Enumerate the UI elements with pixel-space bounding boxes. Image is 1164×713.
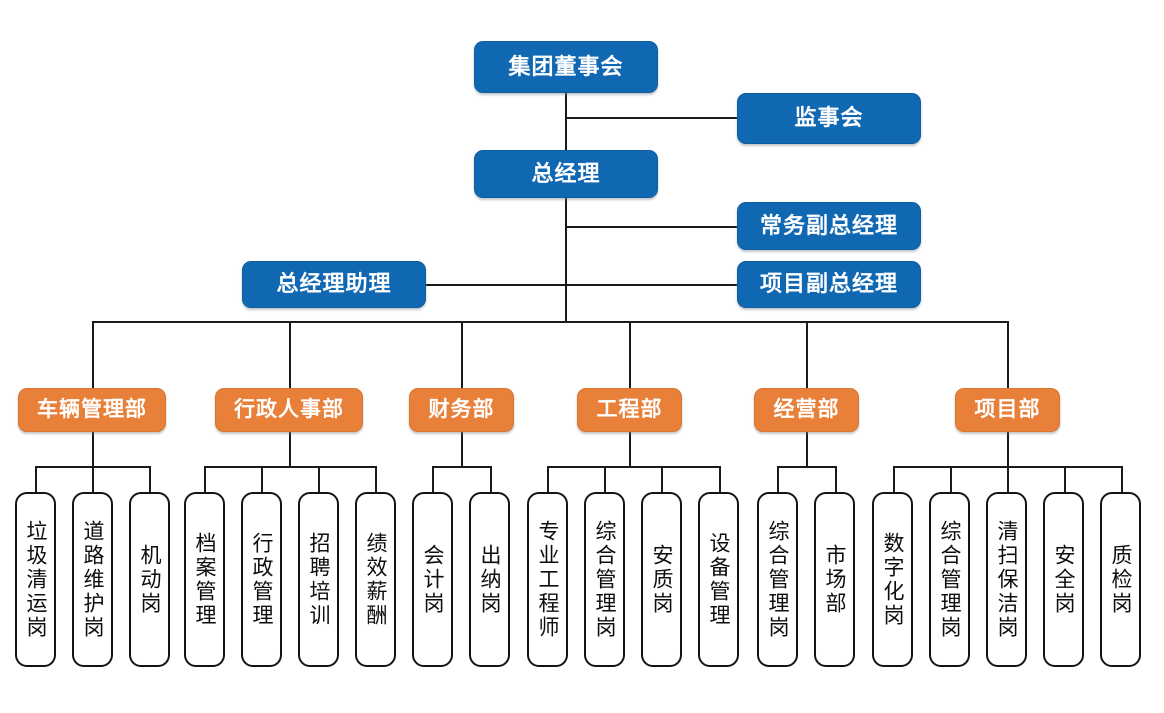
leaf-node-marketing[interactable]: 市场部	[814, 492, 855, 667]
leaf-label: 综合管理岗	[593, 519, 617, 640]
leaf-node-recruitment-training[interactable]: 招聘培训	[298, 492, 339, 667]
connector-gm-to-assistant	[426, 284, 566, 286]
node-gm-assistant[interactable]: 总经理助理	[242, 261, 426, 308]
leaf-label: 垃圾清运岗	[24, 519, 48, 640]
connector-bus-to-dept-3	[629, 321, 631, 388]
leaf-label: 市场部	[823, 543, 847, 616]
connector-dept5-drop-4	[1121, 466, 1123, 492]
connector-dept5-drop-1	[950, 466, 952, 492]
connector-gm-spine	[565, 198, 567, 322]
dept-node-engineering[interactable]: 工程部	[577, 388, 682, 432]
connector-dept1-drop-1	[261, 466, 263, 492]
connector-bus-to-dept-2	[461, 321, 463, 388]
leaf-node-administration[interactable]: 行政管理	[241, 492, 282, 667]
leaf-node-cleaning-sanitation[interactable]: 清扫保洁岗	[986, 492, 1027, 667]
department-bus	[92, 321, 1008, 323]
connector-dept4-drop-0	[777, 466, 779, 492]
leaf-label: 安全岗	[1052, 543, 1076, 616]
connector-dept3-bus	[547, 466, 719, 468]
connector-dept5-drop-0	[893, 466, 895, 492]
leaf-label: 机动岗	[138, 543, 162, 616]
connector-dept1-stem	[289, 424, 291, 466]
connector-board-to-gm	[565, 92, 567, 150]
leaf-label: 招聘培训	[307, 531, 331, 628]
connector-dept2-stem	[461, 424, 463, 466]
connector-bus-to-dept-4	[806, 321, 808, 388]
leaf-node-equipment-management[interactable]: 设备管理	[698, 492, 739, 667]
connector-dept2-bus	[432, 466, 490, 468]
leaf-node-project-general-management[interactable]: 综合管理岗	[929, 492, 970, 667]
connector-dept1-drop-3	[375, 466, 377, 492]
connector-dept0-drop-1	[92, 466, 94, 492]
connector-dept2-drop-0	[432, 466, 434, 492]
dept-node-project[interactable]: 项目部	[955, 388, 1060, 432]
dept-node-admin-hr[interactable]: 行政人事部	[215, 388, 363, 432]
connector-dept5-stem	[1007, 424, 1009, 466]
leaf-node-accounting[interactable]: 会计岗	[412, 492, 453, 667]
leaf-label: 出纳岗	[478, 543, 502, 616]
connector-dept1-drop-2	[318, 466, 320, 492]
node-general-manager[interactable]: 总经理	[474, 150, 658, 198]
connector-dept4-drop-1	[835, 466, 837, 492]
connector-dept3-stem	[629, 424, 631, 466]
connector-dept1-drop-0	[204, 466, 206, 492]
leaf-node-safety[interactable]: 安全岗	[1043, 492, 1084, 667]
leaf-label: 行政管理	[250, 531, 274, 628]
leaf-node-engineering-general-management[interactable]: 综合管理岗	[584, 492, 625, 667]
connector-bus-to-dept-1	[289, 321, 291, 388]
leaf-label: 会计岗	[421, 543, 445, 616]
leaf-label: 绩效薪酬	[364, 531, 388, 628]
leaf-label: 清扫保洁岗	[995, 519, 1019, 640]
leaf-label: 数字化岗	[881, 531, 905, 628]
leaf-node-digitalization[interactable]: 数字化岗	[872, 492, 913, 667]
leaf-label: 档案管理	[193, 531, 217, 628]
connector-gm-to-exec-vice	[565, 226, 737, 228]
node-supervisory-board[interactable]: 监事会	[737, 93, 921, 144]
node-project-vice-gm[interactable]: 项目副总经理	[737, 261, 921, 308]
leaf-label: 道路维护岗	[81, 519, 105, 640]
connector-dept4-bus	[777, 466, 835, 468]
connector-gm-to-project-vice	[565, 284, 737, 286]
leaf-node-professional-engineer[interactable]: 专业工程师	[527, 492, 568, 667]
connector-dept5-drop-3	[1064, 466, 1066, 492]
leaf-label: 设备管理	[707, 531, 731, 628]
connector-board-to-supervisory	[565, 117, 737, 119]
leaf-label: 综合管理岗	[938, 519, 962, 640]
dept-node-finance[interactable]: 财务部	[409, 388, 514, 432]
leaf-label: 专业工程师	[536, 519, 560, 640]
leaf-label: 质检岗	[1109, 543, 1133, 616]
connector-dept0-drop-2	[149, 466, 151, 492]
connector-dept0-drop-0	[35, 466, 37, 492]
connector-dept5-drop-2	[1007, 466, 1009, 492]
connector-dept3-drop-3	[719, 466, 721, 492]
dept-node-vehicle-management[interactable]: 车辆管理部	[18, 388, 166, 432]
node-executive-vice-gm[interactable]: 常务副总经理	[737, 202, 921, 250]
leaf-node-garbage-removal[interactable]: 垃圾清运岗	[15, 492, 56, 667]
leaf-label: 综合管理岗	[766, 519, 790, 640]
leaf-node-performance-compensation[interactable]: 绩效薪酬	[355, 492, 396, 667]
leaf-label: 安质岗	[650, 543, 674, 616]
leaf-node-cashier[interactable]: 出纳岗	[469, 492, 510, 667]
connector-dept2-drop-1	[490, 466, 492, 492]
leaf-node-flexible-duty[interactable]: 机动岗	[129, 492, 170, 667]
dept-node-operations[interactable]: 经营部	[754, 388, 859, 432]
connector-dept3-drop-0	[547, 466, 549, 492]
connector-bus-to-dept-0	[92, 321, 94, 388]
leaf-node-safety-quality[interactable]: 安质岗	[641, 492, 682, 667]
node-board[interactable]: 集团董事会	[474, 41, 658, 93]
connector-dept3-drop-1	[604, 466, 606, 492]
leaf-node-quality-inspection[interactable]: 质检岗	[1100, 492, 1141, 667]
connector-dept4-stem	[806, 424, 808, 466]
connector-dept3-drop-2	[661, 466, 663, 492]
connector-dept1-bus	[204, 466, 376, 468]
leaf-node-operations-general-management[interactable]: 综合管理岗	[757, 492, 798, 667]
leaf-node-archive-management[interactable]: 档案管理	[184, 492, 225, 667]
connector-bus-to-dept-5	[1007, 321, 1009, 388]
connector-dept0-stem	[92, 424, 94, 466]
leaf-node-road-maintenance[interactable]: 道路维护岗	[72, 492, 113, 667]
